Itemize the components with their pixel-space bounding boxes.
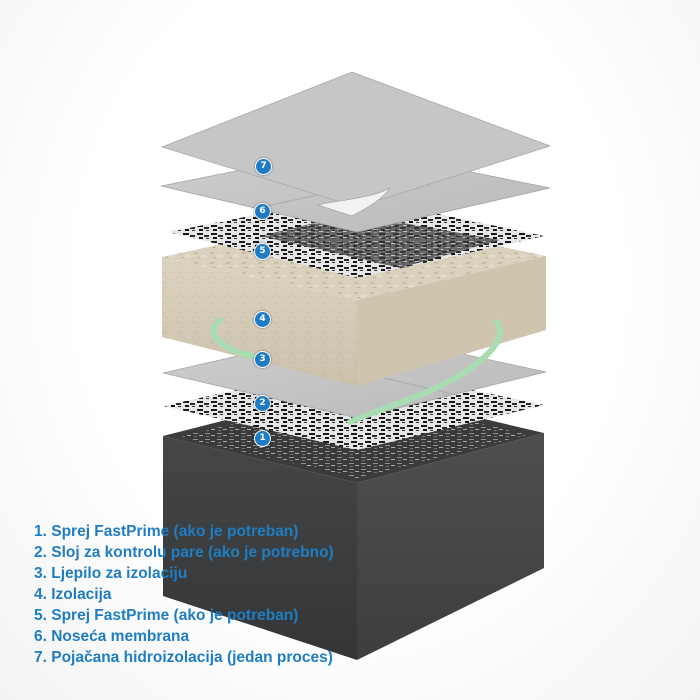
layer-3-adhesive-bead-right <box>347 319 503 425</box>
marker-1: 1 <box>254 430 271 447</box>
legend-item-4: 4. Izolacija <box>34 586 112 603</box>
marker-3: 3 <box>254 351 271 368</box>
legend-item-5: 5. Sprej FastPrime (ako je potreban) <box>34 607 299 624</box>
base-deck-left-face <box>163 436 357 660</box>
legend-item-2: 2. Sloj za kontrolu pare (ako je potrebn… <box>34 544 334 561</box>
marker-4: 4 <box>254 311 271 328</box>
legend-item-7: 7. Pojačana hidroizolacija (jedan proces… <box>34 649 333 666</box>
base-deck-right-face <box>357 433 544 660</box>
marker-6: 6 <box>254 203 271 220</box>
legend-item-1: 1. Sprej FastPrime (ako je potreban) <box>34 523 299 540</box>
legend-item-6: 6. Noseća membrana <box>34 628 190 645</box>
layer-legend: 1. Sprej FastPrime (ako je potreban) 2. … <box>34 521 334 668</box>
insulation-right-face <box>357 256 546 386</box>
layer-5-primer-dark-patch <box>260 214 500 268</box>
layer-7-peeled-corner <box>316 187 391 217</box>
marker-5: 5 <box>254 243 271 260</box>
marker-2: 2 <box>254 395 271 412</box>
layer-3-adhesive-bead-front <box>210 317 265 361</box>
legend-item-3: 3. Ljepilo za izolaciju <box>34 565 188 582</box>
marker-7: 7 <box>255 158 272 175</box>
